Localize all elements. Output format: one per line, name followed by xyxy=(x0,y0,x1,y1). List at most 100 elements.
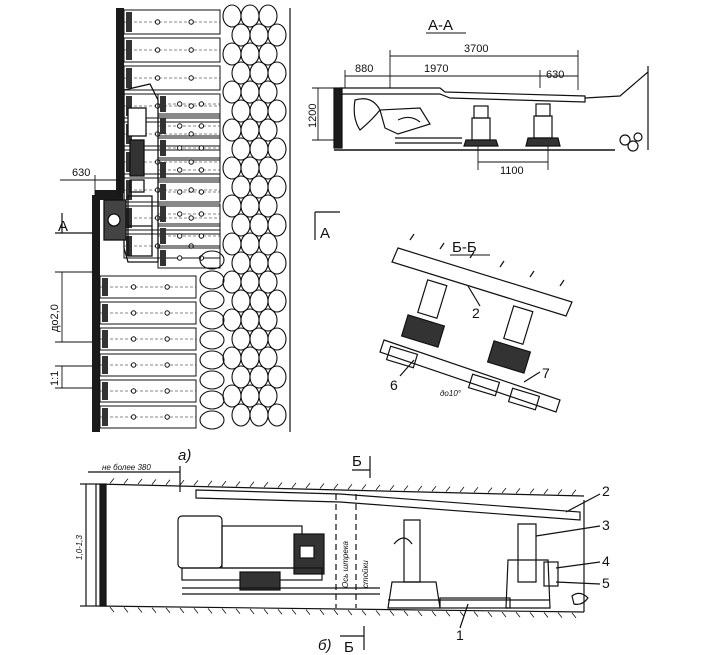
rock xyxy=(249,137,269,161)
upper-section xyxy=(123,9,221,35)
rock xyxy=(231,137,251,161)
dim-3700: 3700 xyxy=(464,43,488,55)
rock xyxy=(240,194,260,218)
profile-top-dim: не более 380 xyxy=(102,463,151,472)
rock xyxy=(222,118,242,142)
profile-view-label: б) xyxy=(318,637,331,654)
rock xyxy=(222,384,242,408)
rock xyxy=(231,23,251,47)
rock xyxy=(267,403,287,427)
cut-line-b-bottom xyxy=(340,626,365,650)
lower-section xyxy=(99,379,197,403)
rock xyxy=(240,42,260,66)
rock xyxy=(258,118,278,142)
rock xyxy=(267,213,287,237)
rock xyxy=(231,251,251,275)
rock xyxy=(222,42,242,66)
lower-section xyxy=(99,301,197,325)
rock xyxy=(258,4,278,28)
dim-1100: 1100 xyxy=(500,165,524,177)
rock xyxy=(231,403,251,427)
rock xyxy=(222,270,242,294)
caved-rock-area xyxy=(199,4,287,430)
rock xyxy=(249,213,269,237)
rock xyxy=(199,310,225,330)
rock xyxy=(199,350,225,370)
profile-view: Б xyxy=(75,453,610,655)
rock xyxy=(258,308,278,332)
rock xyxy=(199,290,225,310)
rock xyxy=(267,137,287,161)
rock xyxy=(249,365,269,389)
rock xyxy=(267,289,287,313)
dim-630-top: 630 xyxy=(546,69,564,81)
bb-angle-label: до10° xyxy=(440,389,462,398)
upper-section-inner xyxy=(157,203,221,225)
rock xyxy=(240,384,260,408)
dim-1970: 1970 xyxy=(424,63,448,75)
rock xyxy=(258,232,278,256)
plan-wall-upper xyxy=(116,8,124,193)
rock xyxy=(222,80,242,104)
rock xyxy=(240,308,260,332)
rock xyxy=(249,327,269,351)
rock xyxy=(249,61,269,85)
rock xyxy=(199,270,225,290)
rock xyxy=(240,346,260,370)
upper-section xyxy=(123,37,221,63)
cut-a-left: А xyxy=(58,218,68,235)
cut-b-top: Б xyxy=(352,453,362,470)
cut-a-right: А xyxy=(320,225,330,242)
profile-axis-note: Ось штрека xyxy=(341,540,350,588)
callout-2: 2 xyxy=(602,483,610,499)
upper-section-inner xyxy=(157,93,221,115)
rock xyxy=(249,251,269,275)
rock xyxy=(267,99,287,123)
rock xyxy=(199,390,225,410)
profile-hatch xyxy=(109,478,577,619)
cut-line-a xyxy=(55,211,340,240)
bb-callout-6: 6 xyxy=(390,377,398,393)
rock xyxy=(249,23,269,47)
lower-section xyxy=(99,327,197,351)
plan-wall-step xyxy=(95,190,123,200)
rock xyxy=(222,308,242,332)
callout-4: 4 xyxy=(602,553,610,569)
rock xyxy=(267,175,287,199)
rock xyxy=(231,61,251,85)
cut-b-bottom: Б xyxy=(344,639,354,655)
cut-line-b-top xyxy=(352,456,371,478)
rock xyxy=(222,346,242,370)
dim-1200: 1200 xyxy=(307,104,319,128)
dim-630-left-label: 630 xyxy=(72,167,90,179)
dim-step-label: до2,0 xyxy=(49,304,61,332)
profile-axis-note2: стойки xyxy=(361,560,370,588)
rock xyxy=(267,251,287,275)
rock xyxy=(240,270,260,294)
callout-1: 1 xyxy=(456,627,464,643)
upper-section-inner xyxy=(157,137,221,159)
upper-section-inner xyxy=(157,225,221,247)
callout-5: 5 xyxy=(602,575,610,591)
rock xyxy=(258,80,278,104)
rock xyxy=(258,346,278,370)
rock xyxy=(222,4,242,28)
rock xyxy=(249,403,269,427)
rock xyxy=(231,365,251,389)
callout-3: 3 xyxy=(602,517,610,533)
lower-section xyxy=(99,405,197,429)
rock xyxy=(258,42,278,66)
dim-ratio-label: 1:1 xyxy=(49,371,61,386)
plan-view-label: а) xyxy=(178,447,191,464)
upper-section-inner xyxy=(157,181,221,203)
rock xyxy=(240,232,260,256)
section-aa: А-А 3700 880 1970 630 1200 1100 xyxy=(307,17,649,177)
rock xyxy=(231,175,251,199)
rock xyxy=(199,250,225,270)
rock xyxy=(258,270,278,294)
rock xyxy=(240,118,260,142)
rock xyxy=(231,327,251,351)
rock xyxy=(199,330,225,350)
rock xyxy=(199,370,225,390)
rock xyxy=(231,99,251,123)
